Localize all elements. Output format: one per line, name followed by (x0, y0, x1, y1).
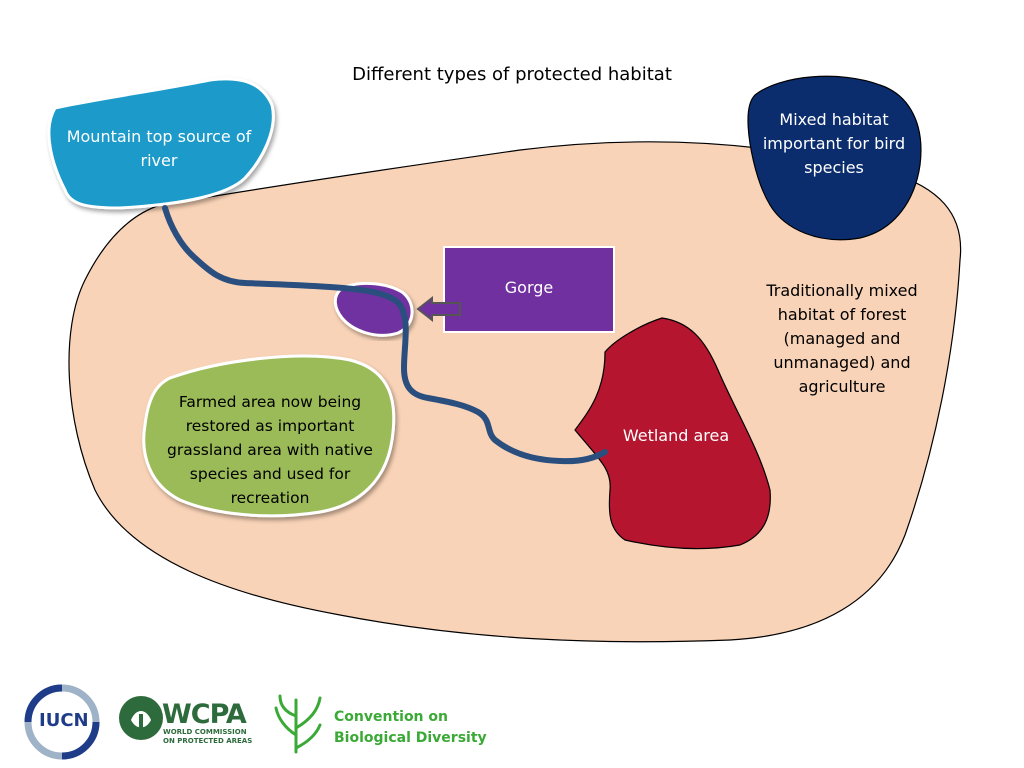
wcpa-sub-2: ON PROTECTED AREAS (163, 737, 253, 745)
traditional-habitat-label: Traditionally mixed habitat of forest (m… (766, 281, 918, 396)
cbd-text-line1: Convention on (334, 709, 448, 725)
diagram-title: Different types of protected habitat (352, 64, 672, 85)
bird-habitat-label: Mixed habitat important for bird species (762, 110, 906, 177)
gorge-label: Gorge (504, 278, 554, 297)
mountain-area (47, 77, 275, 210)
wcpa-sub-1: WORLD COMMISSION (163, 728, 247, 736)
wcpa-logo (119, 696, 163, 740)
river (162, 205, 608, 465)
cbd-logo (274, 694, 322, 754)
farmed-area (142, 354, 396, 518)
iucn-logo (24, 684, 100, 760)
wetland-area (574, 317, 771, 550)
iucn-text: IUCN (39, 710, 89, 731)
cbd-text-line2: Biological Diversity (334, 730, 487, 746)
gorge-arrow (416, 295, 461, 323)
wetland-label: Wetland area (622, 426, 730, 445)
bird-habitat-area (747, 75, 922, 241)
wcpa-text: WCPA (162, 699, 247, 730)
farmed-area-label: Farmed area now being restored as import… (167, 393, 373, 507)
mountain-label: Mountain top source of river (66, 127, 252, 170)
gorge-box (443, 246, 615, 333)
